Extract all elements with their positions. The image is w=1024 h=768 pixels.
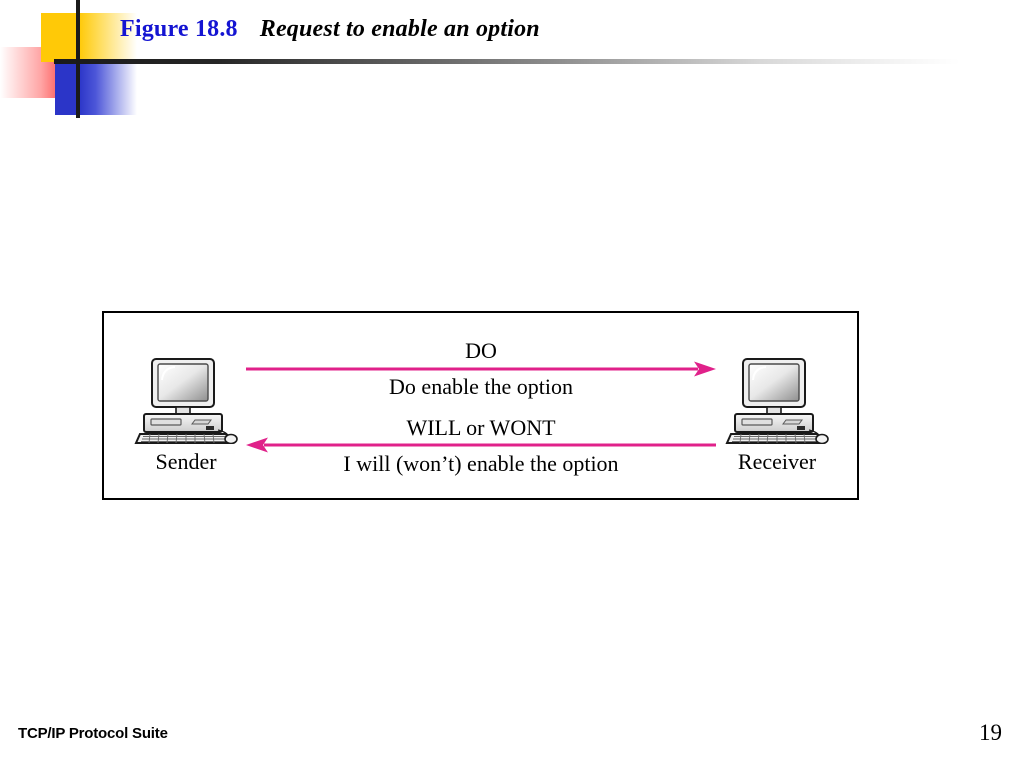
title-figure-number: Figure 18.8 bbox=[120, 16, 238, 42]
arrow-right-do bbox=[246, 360, 716, 378]
header-decoration bbox=[0, 0, 1024, 125]
page-title: Figure 18.8 Request to enable an option bbox=[120, 17, 540, 41]
title-caption: Request to enable an option bbox=[259, 16, 540, 42]
message-description-do: Do enable the option bbox=[389, 374, 573, 399]
message-command-do: DO bbox=[465, 338, 497, 363]
decoration-blue-gradient bbox=[79, 62, 137, 115]
message-description-will-wont: I will (won’t) enable the option bbox=[343, 451, 619, 476]
decoration-yellow-gradient bbox=[79, 13, 137, 62]
message-command-will-wont: WILL or WONT bbox=[406, 415, 556, 440]
arrow-left-will-wont bbox=[246, 436, 716, 454]
figure-diagram-box: Sender Receiver DO Do enable the option … bbox=[102, 311, 859, 500]
computer-icon-receiver bbox=[725, 358, 829, 445]
footer-page-number: 19 bbox=[979, 720, 1002, 745]
node-label-receiver: Receiver bbox=[737, 449, 817, 474]
computer-icon-sender bbox=[134, 358, 238, 445]
footer-book-title: TCP/IP Protocol Suite bbox=[18, 725, 168, 742]
decoration-horizontal-rule bbox=[54, 59, 960, 64]
decoration-vertical-rule bbox=[76, 0, 80, 118]
node-label-sender: Sender bbox=[155, 449, 217, 474]
decoration-yellow-block bbox=[41, 13, 82, 62]
